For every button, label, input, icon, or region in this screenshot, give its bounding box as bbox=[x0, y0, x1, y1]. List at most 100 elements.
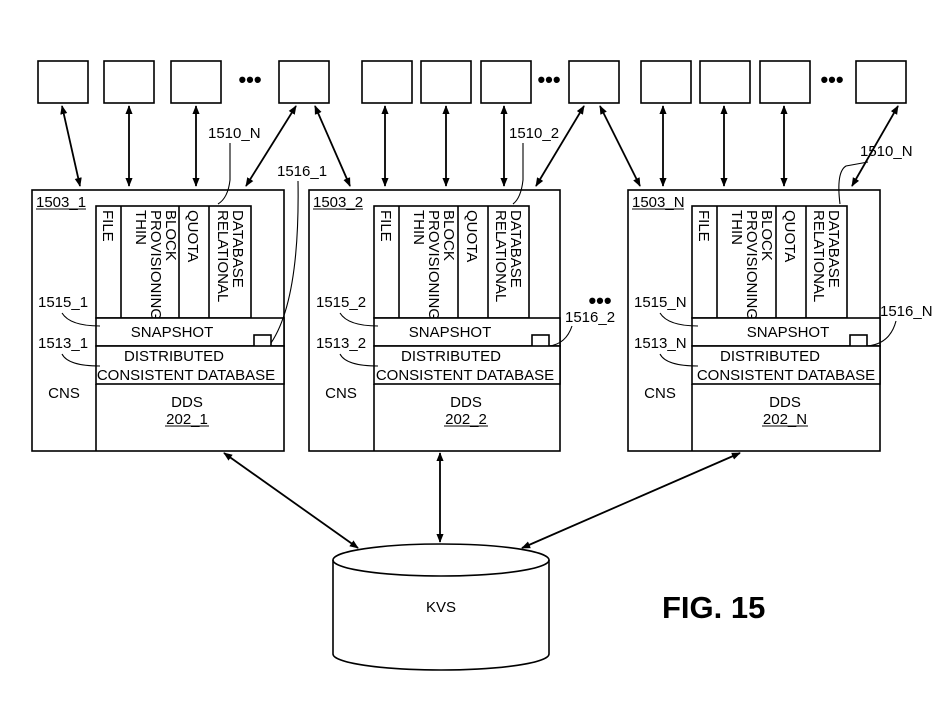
cns-label: CNS bbox=[325, 385, 357, 402]
client-box bbox=[103, 60, 155, 104]
column-relational-database: RELATIONALDATABASE bbox=[492, 210, 524, 302]
ellipsis-3: ••• bbox=[820, 67, 843, 92]
node-1503-1: 1503_1 FILE THINPROVISIONINGBLOCK QUOTA … bbox=[31, 125, 327, 452]
column-label-line: PROVISIONING bbox=[743, 210, 760, 320]
leader-line bbox=[866, 320, 897, 347]
ellipsis-2: ••• bbox=[537, 67, 560, 92]
feature-block bbox=[95, 205, 252, 319]
column-label-line: RELATIONAL bbox=[492, 210, 509, 302]
node-id-label: 1503_2 bbox=[313, 194, 363, 211]
leader-line bbox=[512, 143, 524, 205]
dcd-line2: CONSISTENT DATABASE bbox=[697, 367, 875, 384]
dcd-line1: DISTRIBUTED bbox=[401, 348, 501, 365]
snapshot-label: SNAPSHOT bbox=[409, 324, 492, 341]
marker-ref: 1516_1 bbox=[277, 163, 327, 180]
arrow bbox=[314, 105, 351, 187]
leader-line bbox=[838, 161, 869, 205]
snapshot-label: SNAPSHOT bbox=[747, 324, 830, 341]
client-arrows bbox=[60, 105, 899, 187]
dds-label: DDS bbox=[450, 394, 482, 411]
column-label-line: RELATIONAL bbox=[810, 210, 827, 302]
snapshot-bar bbox=[95, 317, 285, 347]
column-thin-provisioning-block: THINPROVISIONINGBLOCK bbox=[728, 210, 775, 320]
snapshot-ref: 1515_2 bbox=[316, 294, 366, 311]
node-1503-n: 1503_N FILE THINPROVISIONINGBLOCK QUOTA … bbox=[627, 143, 933, 452]
column-label-line: THIN bbox=[410, 210, 427, 245]
marker-ref: 1516_2 bbox=[565, 309, 615, 326]
leader-line bbox=[339, 312, 379, 327]
app-ref: 1510_N bbox=[860, 143, 913, 160]
feature-block bbox=[691, 205, 848, 319]
client-box bbox=[640, 60, 692, 104]
app-ref: 1510_2 bbox=[509, 125, 559, 142]
column-thin-provisioning-block: THINPROVISIONINGBLOCK bbox=[132, 210, 179, 320]
dcd-ref: 1513_1 bbox=[38, 335, 88, 352]
column-label-line: THIN bbox=[728, 210, 745, 245]
column-quota: QUOTA bbox=[184, 210, 201, 262]
column-label-line: BLOCK bbox=[758, 210, 775, 261]
column-label-line: PROVISIONING bbox=[425, 210, 442, 320]
column-label-line: PROVISIONING bbox=[147, 210, 164, 320]
snapshot-ref: 1515_1 bbox=[38, 294, 88, 311]
dcd-ref: 1513_2 bbox=[316, 335, 366, 352]
arrow bbox=[223, 452, 359, 549]
dcd-line1: DISTRIBUTED bbox=[124, 348, 224, 365]
dds-ref: 202_N bbox=[763, 411, 807, 428]
ellipsis-1: ••• bbox=[238, 67, 261, 92]
column-label-line: DATABASE bbox=[507, 210, 524, 288]
arrow bbox=[851, 105, 899, 187]
dcd-bar bbox=[373, 345, 561, 385]
dds-ref: 202_1 bbox=[166, 411, 208, 428]
column-quota: QUOTA bbox=[781, 210, 798, 262]
client-boxes bbox=[37, 60, 907, 104]
client-box bbox=[759, 60, 811, 104]
column-label-line: BLOCK bbox=[440, 210, 457, 261]
cns-label: CNS bbox=[48, 385, 80, 402]
marker-ref: 1516_N bbox=[880, 303, 933, 320]
client-box bbox=[278, 60, 330, 104]
column-file: FILE bbox=[695, 210, 712, 242]
column-relational-database: RELATIONALDATABASE bbox=[214, 210, 246, 302]
dcd-ref: 1513_N bbox=[634, 335, 687, 352]
dds-label: DDS bbox=[171, 394, 203, 411]
dcd-line2: CONSISTENT DATABASE bbox=[97, 367, 275, 384]
leader-line bbox=[270, 180, 299, 344]
column-label-line: QUOTA bbox=[463, 210, 480, 262]
column-thin-provisioning-block: THINPROVISIONINGBLOCK bbox=[410, 210, 457, 320]
column-label-line: DATABASE bbox=[229, 210, 246, 288]
dcd-line1: DISTRIBUTED bbox=[720, 348, 820, 365]
dds-ref: 202_2 bbox=[445, 411, 487, 428]
client-box bbox=[170, 60, 222, 104]
arrow bbox=[521, 452, 741, 549]
column-file: FILE bbox=[377, 210, 394, 242]
kvs-arrows bbox=[223, 452, 741, 549]
arrow bbox=[535, 105, 585, 187]
client-box bbox=[855, 60, 907, 104]
leader-line bbox=[659, 353, 699, 367]
arrow bbox=[245, 105, 297, 187]
column-relational-database: RELATIONALDATABASE bbox=[810, 210, 842, 302]
dcd-line2: CONSISTENT DATABASE bbox=[376, 367, 554, 384]
node-id-label: 1503_1 bbox=[36, 194, 86, 211]
leader-line bbox=[659, 312, 699, 327]
client-box bbox=[568, 60, 620, 104]
column-label-line: RELATIONAL bbox=[214, 210, 231, 302]
kvs-label: KVS bbox=[426, 599, 456, 616]
arrow bbox=[60, 105, 82, 187]
column-quota: QUOTA bbox=[463, 210, 480, 262]
leader-line bbox=[548, 325, 573, 347]
leader-line bbox=[61, 353, 101, 367]
feature-block bbox=[373, 205, 530, 319]
client-box bbox=[480, 60, 532, 104]
column-label-line: FILE bbox=[99, 210, 116, 242]
snapshot-bar bbox=[373, 317, 561, 347]
dds-label: DDS bbox=[769, 394, 801, 411]
column-label-line: DATABASE bbox=[825, 210, 842, 288]
column-label-line: FILE bbox=[377, 210, 394, 242]
column-label-line: QUOTA bbox=[184, 210, 201, 262]
snapshot-label: SNAPSHOT bbox=[131, 324, 214, 341]
client-box bbox=[420, 60, 472, 104]
column-label-line: QUOTA bbox=[781, 210, 798, 262]
ellipsis-nodes: ••• bbox=[588, 288, 611, 313]
